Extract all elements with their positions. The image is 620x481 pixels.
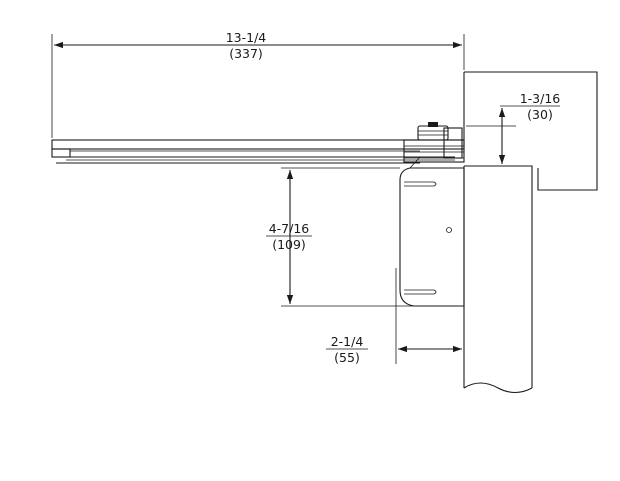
pivot-hub (403, 122, 465, 163)
closer-body (399, 167, 465, 307)
mount-height-metric: (30) (527, 107, 553, 122)
projection-metric: (109) (272, 237, 306, 252)
mount-height-fraction: 1-3/16 (520, 91, 561, 106)
projection-fraction: 4-7/16 (269, 221, 310, 236)
dimension-projection: 4-7/16 (109) (266, 167, 430, 307)
offset-metric: (55) (334, 350, 360, 365)
closer-arm (51, 139, 465, 169)
offset-fraction: 2-1/4 (331, 334, 364, 349)
dimension-offset: 2-1/4 (55) (326, 268, 462, 365)
overall-width-fraction: 13-1/4 (226, 30, 267, 45)
overall-width-metric: (337) (229, 46, 263, 61)
door-jamb (463, 165, 533, 394)
dimension-overall-width: 13-1/4 (337) (51, 30, 465, 138)
dimension-mount-height: 1-3/16 (30) (466, 91, 560, 164)
wall-frame (463, 71, 598, 191)
